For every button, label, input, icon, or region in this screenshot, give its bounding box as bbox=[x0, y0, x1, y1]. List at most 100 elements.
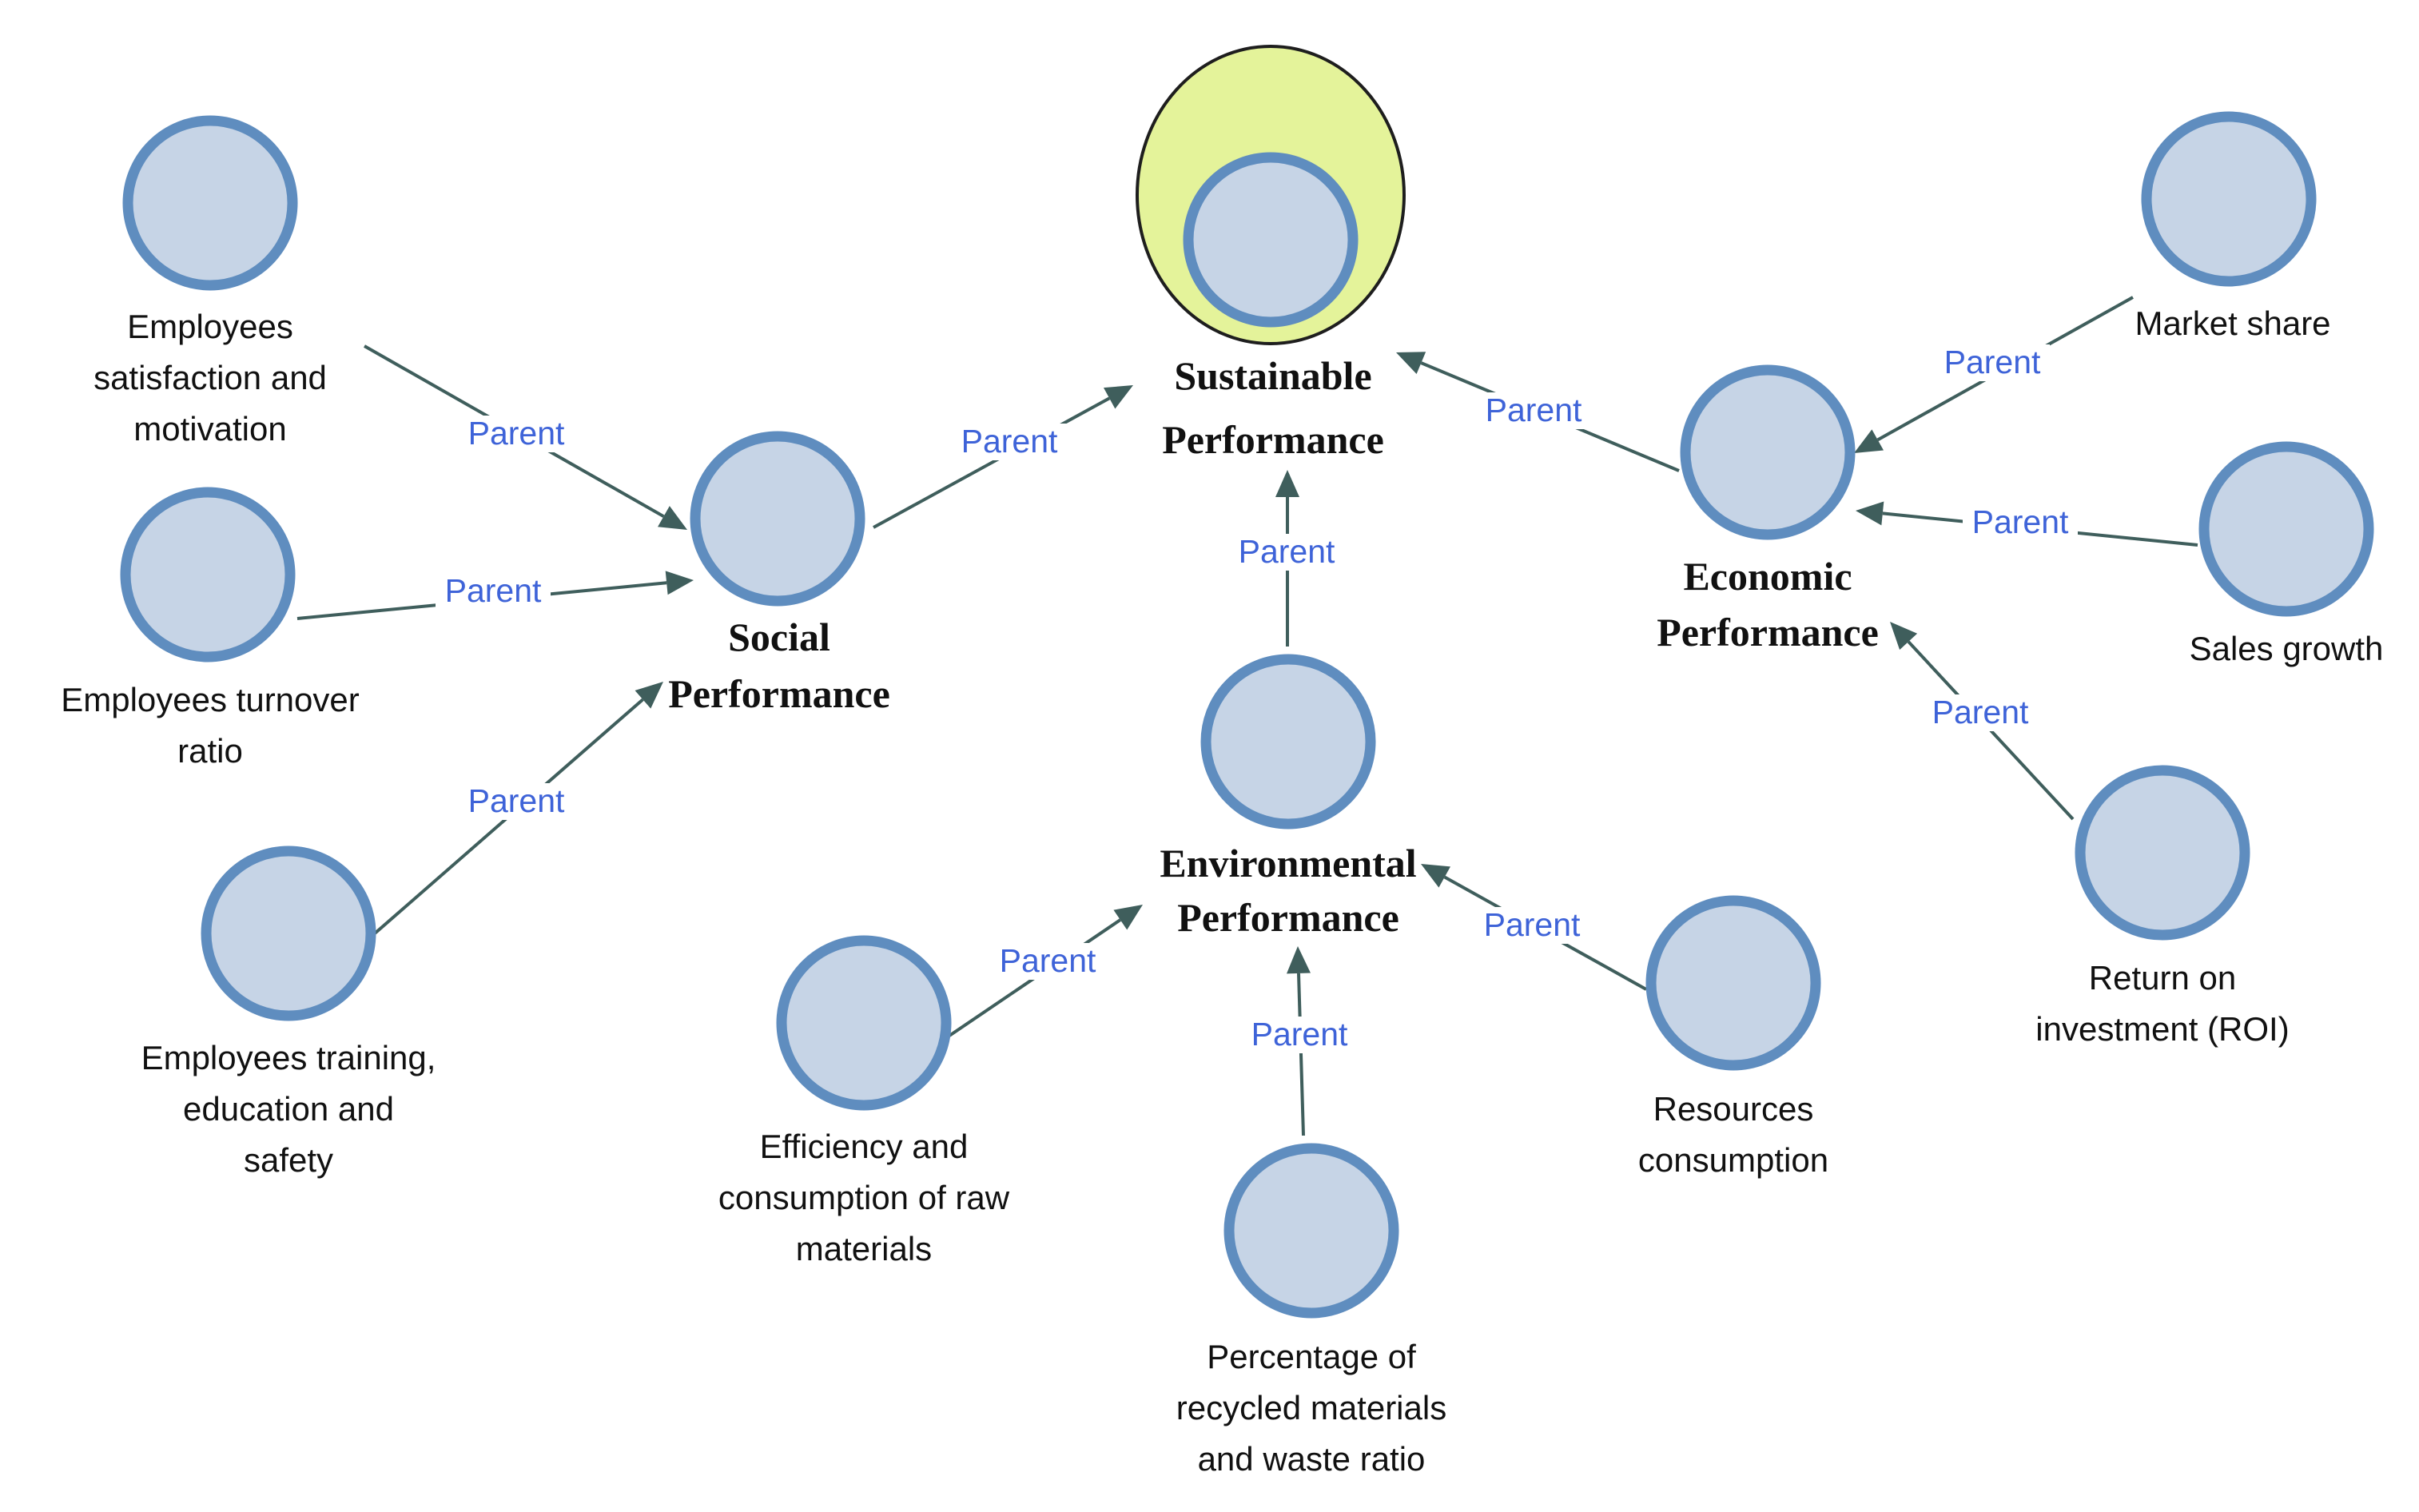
edge-label-parent: Parent bbox=[445, 572, 542, 609]
node-environmental[interactable] bbox=[1200, 654, 1376, 830]
node-circle[interactable] bbox=[2198, 441, 2374, 617]
edge-emp-satisfaction-to-social: Parent bbox=[364, 344, 687, 530]
edge-emp-training-to-social: Parent bbox=[373, 682, 663, 935]
node-circle[interactable] bbox=[2075, 765, 2250, 941]
node-label-line: Sustainable bbox=[1174, 353, 1371, 398]
node-circle[interactable] bbox=[1223, 1143, 1399, 1319]
node-label-recycled: Percentage of recycled materials and waste… bbox=[1176, 1338, 1446, 1478]
node-label-roi: Return on investment (ROI) bbox=[2035, 959, 2289, 1048]
node-sustainable[interactable] bbox=[1136, 45, 1406, 345]
node-social[interactable] bbox=[690, 431, 865, 607]
edge-social-to-sustainable: Parent bbox=[873, 385, 1133, 529]
edge-label-parent: Parent bbox=[961, 423, 1058, 460]
node-label-line: Performance bbox=[668, 671, 890, 716]
node-circle[interactable] bbox=[2141, 111, 2317, 287]
node-emp-turnover[interactable] bbox=[120, 487, 296, 662]
arrow-head-icon bbox=[1396, 352, 1426, 374]
node-label-line: Resources bbox=[1653, 1090, 1814, 1128]
arrow-head-icon bbox=[1113, 905, 1143, 930]
node-label-line: Social bbox=[728, 615, 830, 659]
node-label-line: Performance bbox=[1657, 610, 1879, 655]
node-label-line: Employees training, bbox=[141, 1039, 436, 1076]
node-recycled[interactable] bbox=[1223, 1143, 1399, 1319]
node-label-line: Employees bbox=[127, 308, 293, 345]
node-label-line: education and bbox=[183, 1090, 394, 1128]
arrow-head-icon bbox=[1287, 946, 1311, 974]
edge-label-background bbox=[459, 783, 574, 820]
arrow-head-icon bbox=[1890, 622, 1918, 651]
arrow-head-icon bbox=[658, 506, 687, 530]
edge-recycled-to-environmental: Parent bbox=[1242, 946, 1357, 1136]
edge-environmental-to-sustainable: Parent bbox=[1229, 470, 1344, 647]
node-label-line: Percentage of bbox=[1207, 1338, 1416, 1375]
arrow-head-icon bbox=[635, 682, 663, 709]
node-label-line: Performance bbox=[1162, 417, 1384, 462]
node-raw-materials[interactable] bbox=[776, 935, 952, 1111]
node-label-line: consumption bbox=[1638, 1141, 1828, 1179]
node-label-line: Employees turnover bbox=[61, 681, 360, 718]
node-label-line: Efficiency and bbox=[760, 1128, 969, 1165]
edge-label-background bbox=[1963, 504, 2078, 541]
node-label-sales-growth: Sales growth bbox=[2190, 630, 2384, 667]
node-circle[interactable] bbox=[1680, 364, 1856, 540]
edge-label-parent: Parent bbox=[1932, 694, 2029, 730]
edge-label-background bbox=[1242, 1017, 1357, 1053]
node-circle[interactable] bbox=[1183, 152, 1359, 328]
edge-line bbox=[873, 396, 1111, 529]
edges-layer: ParentParentParentParentParentParentPare… bbox=[296, 296, 2198, 1136]
node-circle[interactable] bbox=[120, 487, 296, 662]
edge-sales-growth-to-economic: Parent bbox=[1856, 501, 2198, 547]
node-circle[interactable] bbox=[1645, 895, 1821, 1071]
node-circle[interactable] bbox=[122, 115, 298, 291]
edge-label-background bbox=[1935, 344, 2050, 381]
node-resources[interactable] bbox=[1645, 895, 1821, 1071]
node-label-line: Performance bbox=[1177, 895, 1399, 940]
edge-label-parent: Parent bbox=[1239, 533, 1335, 570]
edge-label-parent: Parent bbox=[468, 782, 565, 819]
node-label-line: safety bbox=[244, 1141, 333, 1179]
node-circle[interactable] bbox=[690, 431, 865, 607]
edge-label-parent: Parent bbox=[1484, 906, 1581, 943]
node-circle[interactable] bbox=[201, 846, 376, 1021]
node-market-share[interactable] bbox=[2141, 111, 2317, 287]
node-circle[interactable] bbox=[776, 935, 952, 1111]
arrow-head-icon bbox=[665, 571, 694, 595]
node-circle[interactable] bbox=[1200, 654, 1376, 830]
node-roi[interactable] bbox=[2075, 765, 2250, 941]
node-label-line: Market share bbox=[2135, 304, 2330, 342]
node-label-line: ratio bbox=[177, 732, 243, 770]
node-label-line: Sales growth bbox=[2190, 630, 2384, 667]
node-label-line: Economic bbox=[1683, 554, 1852, 599]
edge-label-background bbox=[952, 424, 1067, 460]
node-emp-training[interactable] bbox=[201, 846, 376, 1021]
edge-raw-materials-to-environmental: Parent bbox=[948, 905, 1143, 1037]
node-emp-satisfaction[interactable] bbox=[122, 115, 298, 291]
node-sales-growth[interactable] bbox=[2198, 441, 2374, 617]
edge-label-parent: Parent bbox=[1972, 503, 2069, 540]
arrow-head-icon bbox=[1854, 429, 1884, 453]
edge-line bbox=[1297, 973, 1305, 1136]
edge-label-background bbox=[1923, 694, 2038, 731]
nodes-layer bbox=[120, 45, 2374, 1319]
node-label-line: materials bbox=[796, 1230, 932, 1267]
node-economic[interactable] bbox=[1680, 364, 1856, 540]
edge-label-background bbox=[1229, 534, 1344, 571]
edge-label-parent: Parent bbox=[1251, 1016, 1348, 1052]
node-label-line: Return on bbox=[2089, 959, 2236, 997]
node-label-market-share: Market share bbox=[2135, 304, 2330, 342]
node-label-line: and waste ratio bbox=[1198, 1440, 1426, 1478]
node-label-emp-turnover: Employees turnover ratio bbox=[61, 681, 360, 770]
node-label-line: recycled materials bbox=[1176, 1389, 1446, 1426]
arrow-head-icon bbox=[1856, 501, 1884, 526]
edge-label-background bbox=[436, 573, 551, 610]
node-label-line: investment (ROI) bbox=[2035, 1010, 2289, 1048]
edge-label-background bbox=[990, 943, 1105, 980]
arrow-head-icon bbox=[1421, 864, 1451, 888]
edge-label-parent: Parent bbox=[1944, 344, 2041, 380]
